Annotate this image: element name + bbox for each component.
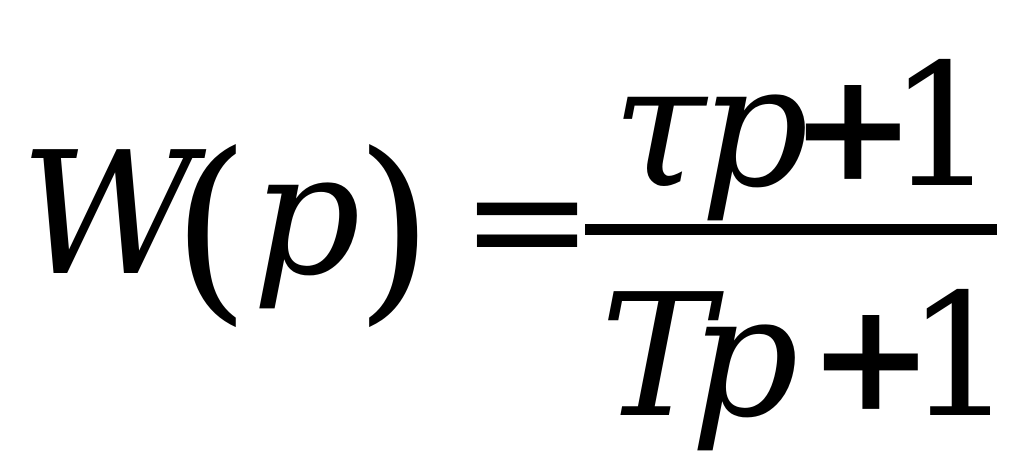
- denominator-constant-one: 1: [906, 258, 1015, 456]
- numerator-plus-sign: +: [790, 39, 916, 215]
- denominator-plus-sign: +: [808, 269, 934, 445]
- close-parenthesis: ): [355, 111, 434, 344]
- function-symbol-w: W: [20, 116, 195, 314]
- open-parenthesis: (: [172, 111, 251, 344]
- numerator-constant-one: 1: [888, 28, 997, 226]
- denominator-variable-p: p: [690, 258, 799, 456]
- denominator-coefficient-t: T: [600, 258, 714, 456]
- fraction-bar: [585, 224, 997, 235]
- numerator-coefficient-tau: τ: [612, 28, 707, 226]
- equals-sign: =: [460, 126, 595, 313]
- numerator-variable-p: p: [700, 28, 809, 226]
- function-argument-p: p: [252, 116, 361, 314]
